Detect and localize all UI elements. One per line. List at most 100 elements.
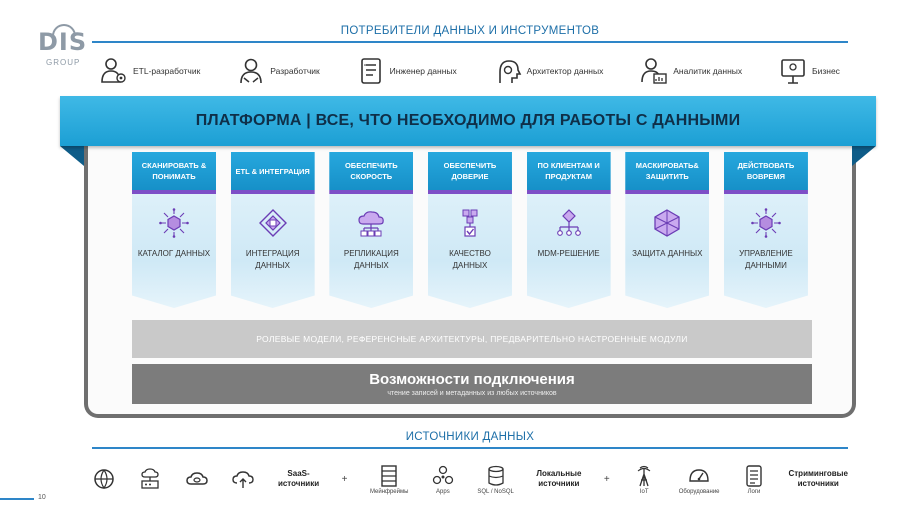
card-heading: ETL & ИНТЕГРАЦИЯ (230, 152, 315, 194)
mdm-hierarchy-icon (556, 209, 581, 236)
globe-icon (94, 469, 114, 490)
local-sources-label: Локальные источники (536, 469, 581, 489)
connectivity-title: Возможности подключения (369, 371, 575, 388)
saas-sources-text: SaaS- источники (277, 469, 320, 488)
card-heading: СКАНИРОВАТЬ & ПОНИМАТЬ (132, 152, 216, 194)
consumer-label: Аналитик данных (673, 66, 743, 76)
database-icon (487, 465, 504, 486)
reference-models-bar: РОЛЕВЫЕ МОДЕЛИ, РЕФЕРЕНСНЫЕ АРХИТЕКТУРЫ,… (132, 320, 812, 358)
consumer-business: Бизнес (779, 48, 840, 94)
equipment-label: Оборудование (678, 488, 720, 495)
management-cube-icon (751, 208, 781, 238)
capability-card-replication: ОБЕСПЕЧИТЬ СКОРОСТЬ РЕПЛИКАЦИЯ ДАННЫХ (329, 152, 414, 308)
sources-row: SaaS- источники + Мейнфреймы Apps SQL / … (92, 460, 848, 498)
quality-check-icon (462, 209, 478, 237)
mainframe-icon (381, 464, 397, 487)
consumers-heading: ПОТРЕБИТЕЛИ ДАННЫХ И ИНСТРУМЕНТОВ (340, 25, 600, 37)
platform-title: ПЛАТФОРМА | ВСЕ, ЧТО НЕОБХОДИМО ДЛЯ РАБО… (195, 112, 741, 129)
capability-card-integration: ETL & ИНТЕГРАЦИЯ ИНТЕГРАЦИЯ ДАННЫХ (230, 152, 315, 308)
capability-card-quality: ОБЕСПЕЧИТЬ ДОВЕРИЕ КАЧЕСТВО ДАННЫХ (427, 152, 512, 308)
consumer-label: Архитектор данных (526, 66, 604, 76)
consumer-data-engineer: Инженер данных (357, 48, 457, 94)
cloud-upload-icon (232, 471, 255, 488)
plus-sign: + (341, 473, 348, 485)
capability-cards: СКАНИРОВАТЬ & ПОНИМАТЬ КАТАЛОГ ДАННЫХ ET… (132, 152, 808, 308)
consumer-label: Инженер данных (389, 66, 457, 76)
reference-models-text: РОЛЕВЫЕ МОДЕЛИ, РЕФЕРЕНСНЫЕ АРХИТЕКТУРЫ,… (256, 334, 688, 344)
protection-hex-icon (654, 209, 680, 237)
gauge-icon (689, 468, 709, 482)
consumer-label: Бизнес (812, 66, 840, 76)
logs-label: Логи (747, 488, 761, 495)
developer-icon (240, 58, 262, 84)
card-label: MDM-РЕШЕНИЕ (537, 249, 600, 258)
source-logs: Логи (742, 464, 766, 495)
etl-developer-icon (101, 58, 126, 83)
consumer-label: Разработчик (270, 66, 320, 76)
cloud-server-icon (141, 468, 160, 489)
cloud-replication-icon (358, 211, 385, 237)
card-label: КАЧЕСТВО ДАННЫХ (449, 249, 491, 270)
card-heading: ОБЕСПЕЧИТЬ ДОВЕРИЕ (427, 152, 512, 194)
card-heading: ДЕЙСТВОВАТЬ ВОВРЕМЯ (723, 152, 808, 194)
source-apps: Apps (431, 464, 455, 495)
source-saas-globe (92, 467, 116, 491)
dis-group-logo: DIS GROUP (38, 24, 92, 86)
sources-divider (92, 447, 848, 449)
source-sql-nosql: SQL / NoSQL (477, 464, 514, 495)
footer-line (0, 498, 34, 500)
card-label: ИНТЕГРАЦИЯ ДАННЫХ (245, 249, 300, 270)
connectivity-subtitle: чтение записей и метаданных из любых ист… (387, 390, 557, 397)
card-heading: МАСКИРОВАТЬ& ЗАЩИТИТЬ (625, 152, 710, 194)
capability-card-protection: МАСКИРОВАТЬ& ЗАЩИТИТЬ ЗАЩИТА ДАННЫХ (625, 152, 710, 308)
sql-label: SQL / NoSQL (477, 488, 514, 495)
card-label: РЕПЛИКАЦИЯ ДАННЫХ (343, 249, 399, 270)
source-saas-cloud (185, 467, 209, 491)
iot-tower-icon (637, 465, 651, 486)
mainframe-label: Мейнфреймы (369, 488, 409, 495)
source-mainframe: Мейнфреймы (370, 464, 408, 495)
consumer-data-analyst: Аналитик данных (640, 48, 742, 94)
source-equipment: Оборудование (679, 464, 720, 495)
integration-diamond-icon (258, 209, 287, 237)
apps-icon (432, 465, 454, 484)
data-analyst-icon (641, 58, 667, 84)
streaming-sources-text: Стриминговые источники (788, 469, 848, 488)
banner-fold-right (852, 146, 876, 166)
platform-banner: ПЛАТФОРМА | ВСЕ, ЧТО НЕОБХОДИМО ДЛЯ РАБО… (60, 96, 876, 146)
source-saas-cloud-upload (231, 467, 255, 491)
consumer-data-architect: Архитектор данных (494, 48, 604, 94)
consumer-label: ETL-разработчик (133, 66, 201, 76)
source-saas-cloud-server (138, 467, 162, 491)
saas-sources-label: SaaS- источники (278, 469, 319, 489)
capability-card-catalog: СКАНИРОВАТЬ & ПОНИМАТЬ КАТАЛОГ ДАННЫХ (132, 152, 216, 308)
card-label: ЗАЩИТА ДАННЫХ (632, 249, 703, 258)
capability-card-mdm: ПО КЛИЕНТАМ И ПРОДУКТАМ MDM-РЕШЕНИЕ (526, 152, 611, 308)
plus-sign: + (603, 473, 610, 485)
consumers-divider (92, 41, 848, 43)
logo-arc-icon (52, 24, 76, 36)
card-heading: ПО КЛИЕНТАМ И ПРОДУКТАМ (526, 152, 611, 194)
log-file-icon (746, 464, 762, 487)
connectivity-bar: Возможности подключения чтение записей и… (132, 364, 812, 404)
local-sources-text: Локальные источники (536, 469, 582, 488)
page-number: 10 (38, 494, 46, 501)
data-architect-icon (498, 60, 521, 83)
streaming-sources-label: Стриминговые источники (788, 469, 847, 489)
banner-fold-left (60, 146, 84, 166)
card-label: КАТАЛОГ ДАННЫХ (137, 249, 211, 258)
apps-label: Apps (436, 488, 450, 495)
consumer-etl-developer: ETL-разработчик (100, 48, 200, 94)
sources-heading: ИСТОЧНИКИ ДАННЫХ (405, 431, 535, 443)
business-icon (781, 59, 805, 84)
cloud-icon (186, 472, 208, 485)
card-heading: ОБЕСПЕЧИТЬ СКОРОСТЬ (329, 152, 414, 194)
consumer-developer: Разработчик (237, 48, 320, 94)
logo-subtitle: GROUP (46, 58, 81, 67)
card-label: УПРАВЛЕНИЕ ДАННЫМИ (739, 249, 793, 270)
consumers-row: ETL-разработчик Разработчик Инженер данн… (100, 48, 840, 94)
data-engineer-icon (360, 58, 381, 84)
iot-label: IoT (639, 488, 649, 495)
capability-card-management: ДЕЙСТВОВАТЬ ВОВРЕМЯ УПРАВЛЕНИЕ ДАННЫМИ (723, 152, 808, 308)
source-iot: IoT (632, 464, 656, 495)
